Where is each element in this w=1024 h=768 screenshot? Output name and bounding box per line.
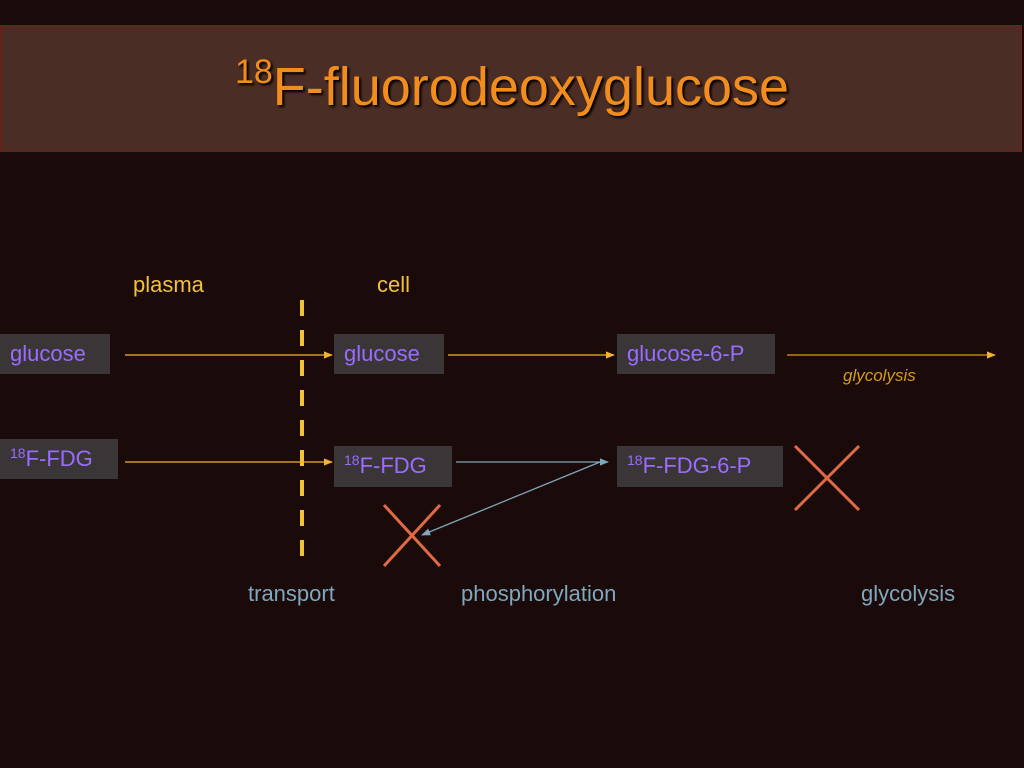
node-glucose-plasma-label: glucose: [10, 341, 86, 366]
node-fdg-cell: 18F-FDG: [334, 446, 452, 487]
title-superscript: 18: [234, 53, 273, 91]
process-glycolysis-label: glycolysis: [861, 581, 956, 606]
node-fdg-6-p-label: F-FDG-6-P: [642, 453, 752, 478]
node-fdg-plasma-label: F-FDG: [25, 446, 93, 471]
node-glucose-6-p: glucose-6-P: [617, 334, 775, 374]
node-glucose-plasma: glucose: [0, 334, 110, 374]
title-bar: [0, 25, 1022, 152]
node-fdg-6-p-sup: 18: [627, 452, 643, 468]
node-fdg-plasma: 18F-FDG: [0, 439, 118, 479]
title-main: F-fluorodeoxyglucose: [272, 57, 790, 117]
cross-mark-glycolysis: [793, 444, 861, 512]
node-fdg-cell-label: F-FDG: [359, 453, 427, 478]
process-phosphorylation-label: phosphorylation: [461, 581, 617, 606]
process-transport-label: transport: [248, 581, 335, 606]
node-glucose-6-p-label: glucose-6-P: [627, 341, 745, 366]
cell-label: cell: [377, 272, 411, 297]
plasma-label: plasma: [133, 272, 204, 297]
glycolysis-arrow-label: glycolysis: [843, 366, 916, 385]
node-glucose-cell-label: glucose: [344, 341, 420, 366]
node-fdg-cell-sup: 18: [344, 452, 360, 468]
node-glucose-cell: glucose: [334, 334, 444, 374]
slide-title: 18F-fluorodeoxyglucose: [0, 52, 1024, 122]
cross-mark-reverse: [382, 503, 442, 568]
node-fdg-6-p: 18F-FDG-6-P: [617, 446, 783, 487]
node-fdg-plasma-sup: 18: [10, 445, 26, 461]
